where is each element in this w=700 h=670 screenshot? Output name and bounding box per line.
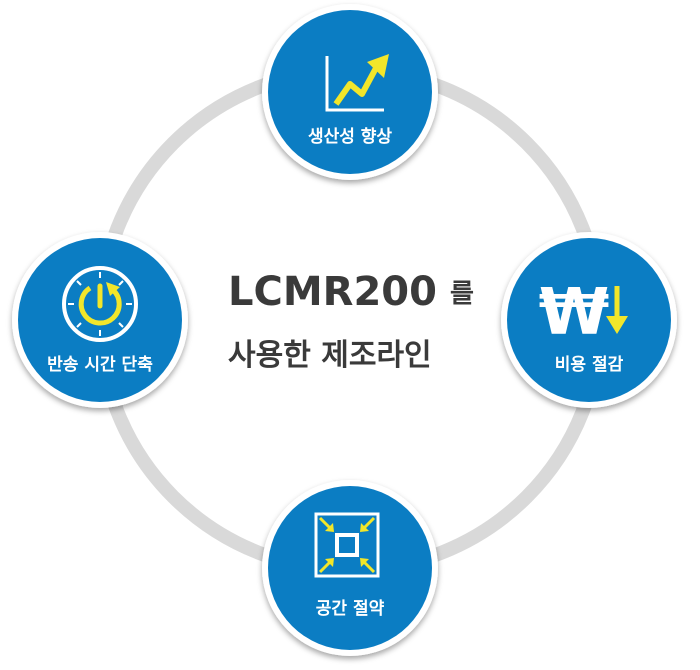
node-cost: ₩ 비용 절감 [501,232,677,408]
node-label-space: 공간 절약 [316,598,385,619]
center-title: LCMR200 [228,269,437,315]
node-label-transfer-time: 반송 시간 단축 [47,355,153,375]
rising-chart-icon [325,54,389,112]
node-label-productivity: 생산성 향상 [308,126,392,147]
timer-icon [62,266,138,342]
compress-square-icon [314,512,380,578]
won-symbol: ₩ [539,276,610,350]
node-space: 공간 절약 [262,480,438,656]
won-down-icon: ₩ [539,276,628,350]
node-transfer-time: 반송 시간 단축 [12,232,188,408]
node-label-cost: 비용 절감 [555,354,624,375]
center-title-suffix: 를 [450,279,474,309]
node-productivity: 생산성 향상 [262,4,438,180]
center-subtitle: 사용한 제조라인 [228,338,432,373]
center-heading: LCMR200 를 사용한 제조라인 [228,269,474,373]
